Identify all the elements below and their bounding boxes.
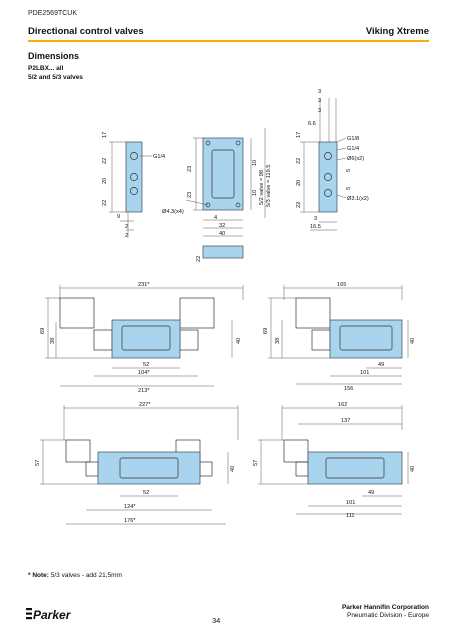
dim-ml-104: 104* — [138, 370, 150, 376]
valve-face-body — [202, 137, 244, 211]
dim-mid-40: 40 — [219, 231, 225, 237]
dim-right-5b: 5 — [346, 187, 352, 190]
dim-mid-53valve: 5/3 valve = 119.5 — [266, 165, 272, 207]
dim-mid-32: 32 — [219, 223, 225, 229]
dim-bl-124: 124* — [124, 504, 136, 510]
corporation-division: Pneumatic Division - Europe — [346, 612, 429, 619]
dim-mid-52valve: 5/2 valve = 98 — [259, 170, 265, 205]
dim-br-49: 49 — [368, 490, 374, 496]
valve-side-body — [125, 141, 143, 213]
valve-body-front-57-right — [307, 451, 403, 485]
drawing-side-view-right: 3 3 3 6.6 17 22 20 22 G1/8 G1/4 Ø6(x2) 5… — [296, 89, 369, 231]
valve-bottom-view — [202, 245, 244, 259]
dim-br-137: 137 — [341, 418, 350, 424]
dim-br-57: 57 — [253, 460, 259, 466]
valve-line: 5/2 and 5/3 valves — [28, 74, 83, 81]
dim-right-3c: 3 — [318, 108, 321, 114]
dim-ml-38: 38 — [50, 338, 56, 344]
dim-mid-4: 4 — [214, 215, 217, 221]
dim-left-22a: 22 — [102, 158, 108, 164]
dim-right-22b: 22 — [296, 202, 302, 208]
dim-mid-10b: 10 — [252, 190, 258, 196]
dim-right-16-5: 16.5 — [310, 224, 321, 230]
dim-right-22a: 22 — [296, 158, 302, 164]
dim-br-162: 162 — [338, 402, 347, 408]
dim-ml-52: 52 — [143, 362, 149, 368]
footnote-label: * Note: — [28, 572, 49, 579]
dim-mr-69: 69 — [263, 328, 269, 334]
dim-left-2a: 2 — [125, 224, 128, 230]
dim-left-22b: 22 — [102, 200, 108, 206]
dim-left-20: 20 — [102, 178, 108, 184]
dim-mr-49: 49 — [378, 362, 384, 368]
dim-right-d31: Ø3.1(x2) — [347, 196, 369, 202]
dim-mr-38: 38 — [275, 338, 281, 344]
dim-ml-69: 69 — [40, 328, 46, 334]
footnote-text: 5/3 valves - add 21,5mm — [48, 572, 122, 579]
product-brand: Viking Xtreme — [365, 26, 429, 37]
parker-logo: Parker — [26, 608, 72, 622]
drawing-mounting-face: 23 23 10 10 Ø4.3(x4) 4 32 40 22 5/2 valv… — [162, 128, 272, 262]
dim-mid-22: 22 — [196, 256, 202, 262]
dim-right-5a: 5 — [346, 169, 352, 172]
dim-mid-23a: 23 — [187, 166, 193, 172]
dim-left-g14: G1/4 — [153, 154, 165, 160]
dim-right-3a: 3 — [318, 89, 321, 95]
dim-mr-156: 156 — [344, 386, 353, 392]
dim-right-3d: 3 — [314, 216, 317, 222]
section-subheading: P2LBX... all 5/2 and 5/3 valves — [28, 64, 83, 82]
drawing-double-solenoid-57: 227* 57 40 52 124* 176* — [35, 402, 239, 525]
logo-text: Parker — [33, 608, 72, 622]
dim-bl-57: 57 — [35, 460, 41, 466]
dim-ml-231: 231* — [138, 282, 150, 288]
section-title: Dimensions — [28, 51, 80, 61]
document-code: PDE2569TCUK — [28, 10, 78, 17]
dim-mid-23b: 23 — [187, 192, 193, 198]
dim-mr-40: 40 — [410, 338, 416, 344]
corporation-block: Parker Hannifin Corporation Pneumatic Di… — [342, 604, 429, 620]
dim-br-101: 101 — [346, 500, 355, 506]
dim-right-g18: G1/8 — [347, 136, 359, 142]
dim-mid-hole: Ø4.3(x4) — [162, 209, 184, 215]
drawing-side-view-left: 17 22 20 22 G1/4 9 2 2 — [102, 132, 165, 239]
dim-bl-40: 40 — [230, 466, 236, 472]
footnote: * Note: 5/3 valves - add 21,5mm — [28, 572, 122, 579]
header-rule — [28, 40, 429, 42]
valve-side-body-right — [318, 141, 338, 213]
drawing-single-solenoid-57: 162 137 57 40 49 101 111 — [253, 402, 416, 519]
dim-right-3b: 3 — [318, 98, 321, 104]
corporation-name: Parker Hannifin Corporation — [341, 604, 429, 611]
dim-bl-176: 176* — [124, 518, 136, 524]
drawing-single-solenoid-69: 165 69 38 40 49 101 156 — [263, 282, 416, 392]
dim-left-9: 9 — [117, 214, 120, 220]
drawing-double-solenoid-69: 231* 69 38 40 52 104* 213* — [40, 282, 244, 394]
dim-right-6-6: 6.6 — [308, 121, 316, 127]
dim-left-2b: 2 — [125, 233, 128, 239]
dim-right-20: 20 — [296, 180, 302, 186]
page-title: Directional control valves — [28, 26, 144, 37]
model-line: P2LBX... all — [28, 65, 64, 72]
dim-right-d6: Ø6(x2) — [347, 156, 364, 162]
dim-mr-165: 165 — [337, 282, 346, 288]
dim-mr-101: 101 — [360, 370, 369, 376]
dim-bl-52: 52 — [143, 490, 149, 496]
dim-right-17: 17 — [296, 132, 302, 138]
dim-mid-10a: 10 — [252, 160, 258, 166]
dim-ml-213: 213* — [138, 388, 150, 394]
valve-body-front-57 — [97, 451, 201, 485]
dim-left-17: 17 — [102, 132, 108, 138]
dim-br-40: 40 — [410, 466, 416, 472]
dim-bl-227: 227* — [139, 402, 151, 408]
dim-ml-40: 40 — [236, 338, 242, 344]
page-number: 34 — [212, 616, 221, 625]
dim-br-111: 111 — [346, 513, 355, 519]
dim-right-g14: G1/4 — [347, 146, 359, 152]
